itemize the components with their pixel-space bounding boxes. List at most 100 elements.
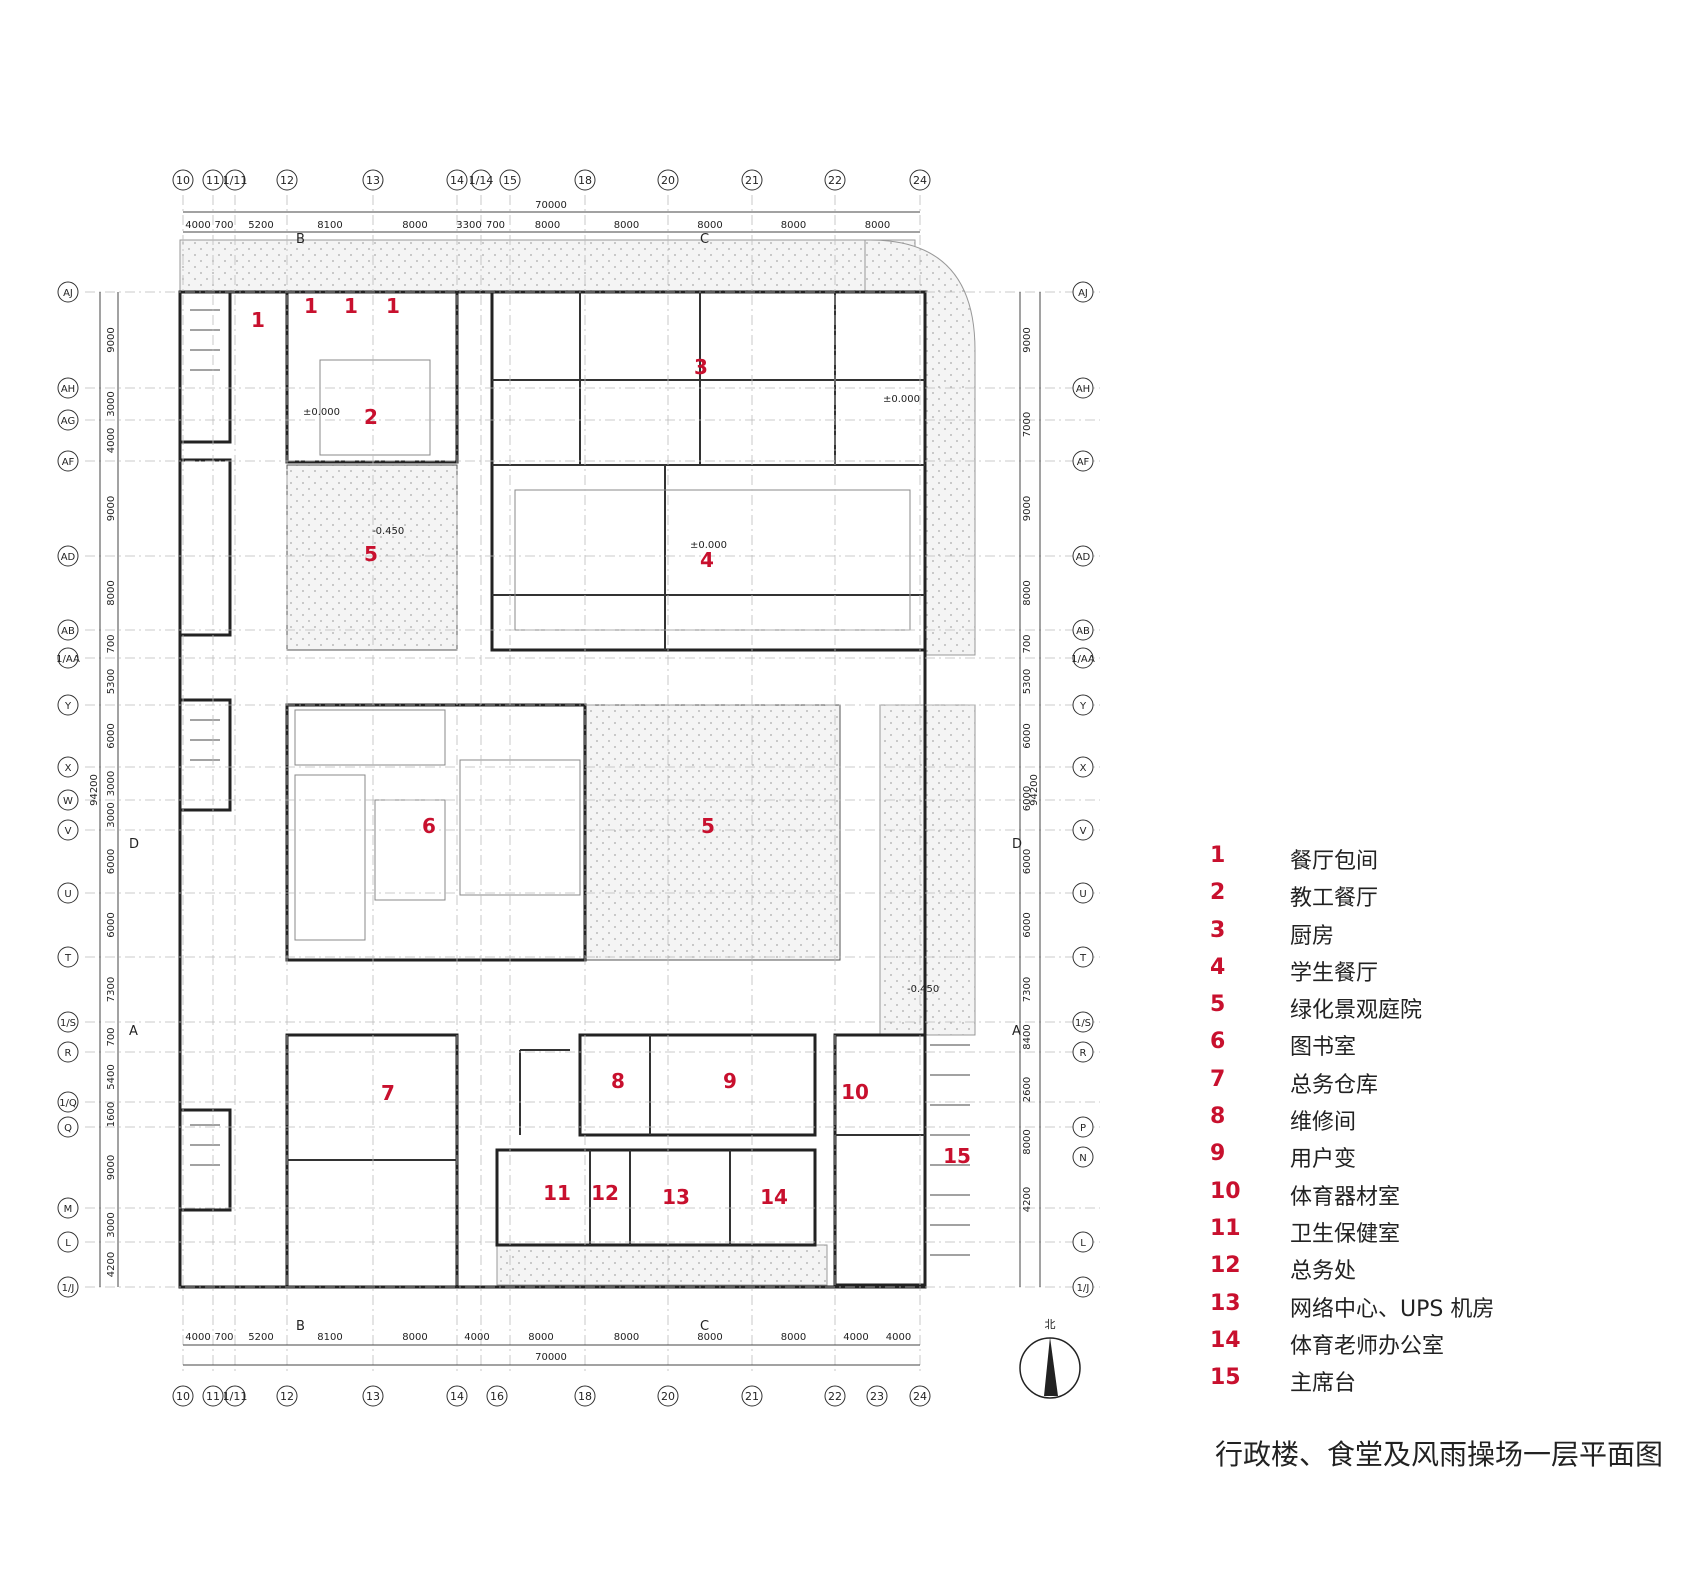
grid-left-bubble: AG (57, 409, 79, 431)
grid-circle (824, 169, 846, 191)
dim-bottom: 5200 (248, 1332, 273, 1343)
grid-top-bubble: 11 (202, 169, 224, 191)
grid-bottom-bubble: 10 (172, 1385, 194, 1407)
grid-right-bubble: AF (1072, 450, 1094, 472)
grid-top-bubble: 10 (172, 169, 194, 191)
grid-bottom-bubble: 1/11 (223, 1385, 247, 1407)
grid-bottom-bubble: 20 (657, 1385, 679, 1407)
section-mark-c: C (700, 1319, 709, 1334)
grid-left-bubble: U (57, 882, 79, 904)
grid-circle (1072, 1146, 1094, 1168)
grid-label: 11 (206, 1390, 220, 1403)
grid-right-bubble: R (1072, 1041, 1094, 1063)
room-number: 13 (662, 1185, 690, 1209)
grid-circle (866, 1385, 888, 1407)
dim-right: 8000 (1022, 1129, 1033, 1154)
dim-bottom: 4000 (185, 1332, 210, 1343)
room-number: 5 (364, 542, 378, 566)
grid-label: 18 (578, 174, 592, 187)
grid-label: 10 (176, 1390, 190, 1403)
grid-label: 14 (450, 1390, 464, 1403)
dim-left: 9000 (106, 1155, 117, 1180)
elevation-labels: ±0.000±0.000±0.000-0.450-0.450 (303, 394, 939, 995)
grid-circle (1072, 756, 1094, 778)
grid-left-bubble: Y (57, 694, 79, 716)
legend-number: 14 (1210, 1327, 1241, 1353)
dim-top: 700 (486, 220, 505, 231)
grid-right-bubble: U (1072, 882, 1094, 904)
grid-bottom-bubble: 18 (574, 1385, 596, 1407)
legend-number: 9 (1210, 1141, 1226, 1167)
dim-bottom: 8000 (781, 1332, 806, 1343)
grid-left-bubble: AF (57, 450, 79, 472)
grid-label: 13 (366, 174, 380, 187)
north-label: 北 (1045, 1318, 1056, 1331)
grid-label: 1/J (1077, 1283, 1090, 1294)
grid-label: R (1080, 1048, 1087, 1059)
room-number: 1 (386, 294, 400, 318)
grid-circle (1072, 819, 1094, 841)
grid-label: Y (1079, 701, 1087, 712)
dim-top: 8000 (781, 220, 806, 231)
grid-label: AF (62, 457, 75, 468)
grid-label: X (1080, 763, 1087, 774)
dim-right: 6000 (1022, 912, 1033, 937)
grid-circle (57, 789, 79, 811)
grid-left-bubble: W (57, 789, 79, 811)
grid-circle (741, 169, 763, 191)
grid-circle (1072, 377, 1094, 399)
dim-left: 4000 (106, 428, 117, 453)
grid-circle (202, 1385, 224, 1407)
grid-top-bubble: 22 (824, 169, 846, 191)
elevation-mark: -0.450 (907, 984, 939, 995)
grid-label: 24 (913, 174, 927, 187)
grid-circle (824, 1385, 846, 1407)
grid-left-bubble: AB (57, 619, 79, 641)
legend-number: 7 (1210, 1066, 1226, 1092)
dim-bottom: 700 (214, 1332, 233, 1343)
room-number: 15 (943, 1144, 971, 1168)
dim-left: 9000 (106, 496, 117, 521)
grid-circle (1072, 647, 1094, 669)
grid-circle (57, 1011, 79, 1033)
grid-right-bubble: V (1072, 819, 1094, 841)
legend-label: 主席台 (1290, 1371, 1357, 1397)
section-mark-b: B (296, 232, 305, 247)
grid-bottom-bubble: 12 (276, 1385, 298, 1407)
grid-label: V (1080, 826, 1087, 837)
dim-top: 8100 (317, 220, 342, 231)
grid-label: Y (64, 701, 72, 712)
grid-circle (741, 1385, 763, 1407)
grid-circle (1072, 1276, 1094, 1298)
grid-circle (1072, 1011, 1094, 1033)
room-number: 2 (364, 405, 378, 429)
grid-circle (657, 1385, 679, 1407)
grid-lines (85, 195, 1100, 1375)
grid-circle (446, 1385, 468, 1407)
grid-circle (57, 545, 79, 567)
grid-right-bubble: L (1072, 1231, 1094, 1253)
legend-label: 绿化景观庭院 (1290, 998, 1423, 1024)
grid-label: 12 (280, 1390, 294, 1403)
grid-circle (909, 1385, 931, 1407)
dim-right: 7300 (1022, 977, 1033, 1002)
grid-left-bubble: Q (57, 1116, 79, 1138)
room-number: 3 (694, 355, 708, 379)
grid-right-bubble: Y (1072, 694, 1094, 716)
dim-left: 3000 (106, 771, 117, 796)
grid-left-bubble: 1/AA (56, 647, 80, 669)
grid-circle (1072, 882, 1094, 904)
grid-label: AD (61, 552, 76, 563)
grid-circle (57, 450, 79, 472)
grid-right-bubble: P (1072, 1116, 1094, 1138)
grid-bottom-bubble: 14 (446, 1385, 468, 1407)
dim-right: 6000 (1022, 723, 1033, 748)
